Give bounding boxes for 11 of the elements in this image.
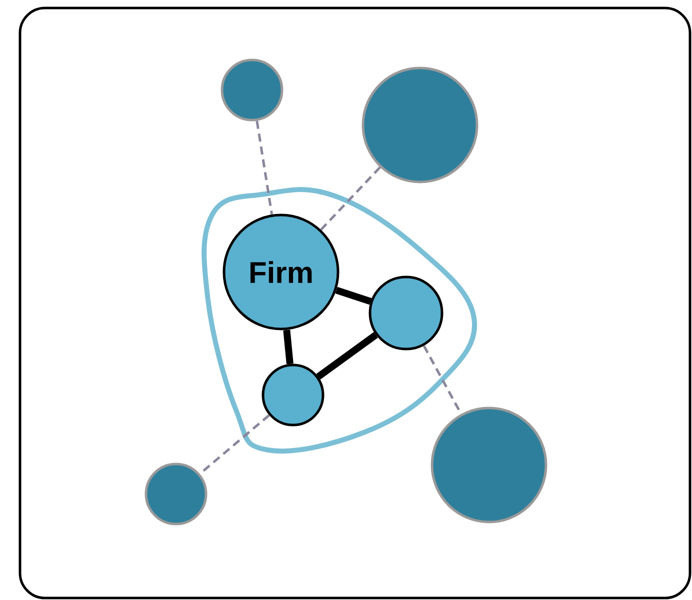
connector	[335, 286, 372, 305]
connector	[316, 332, 378, 380]
circle	[362, 66, 478, 184]
circle	[262, 364, 324, 426]
dashed-connector	[256, 120, 274, 215]
circle	[368, 276, 444, 350]
dashed-connector	[320, 166, 381, 231]
circle	[144, 462, 208, 526]
circle	[220, 58, 284, 122]
connector	[283, 330, 294, 364]
circle	[430, 406, 548, 524]
